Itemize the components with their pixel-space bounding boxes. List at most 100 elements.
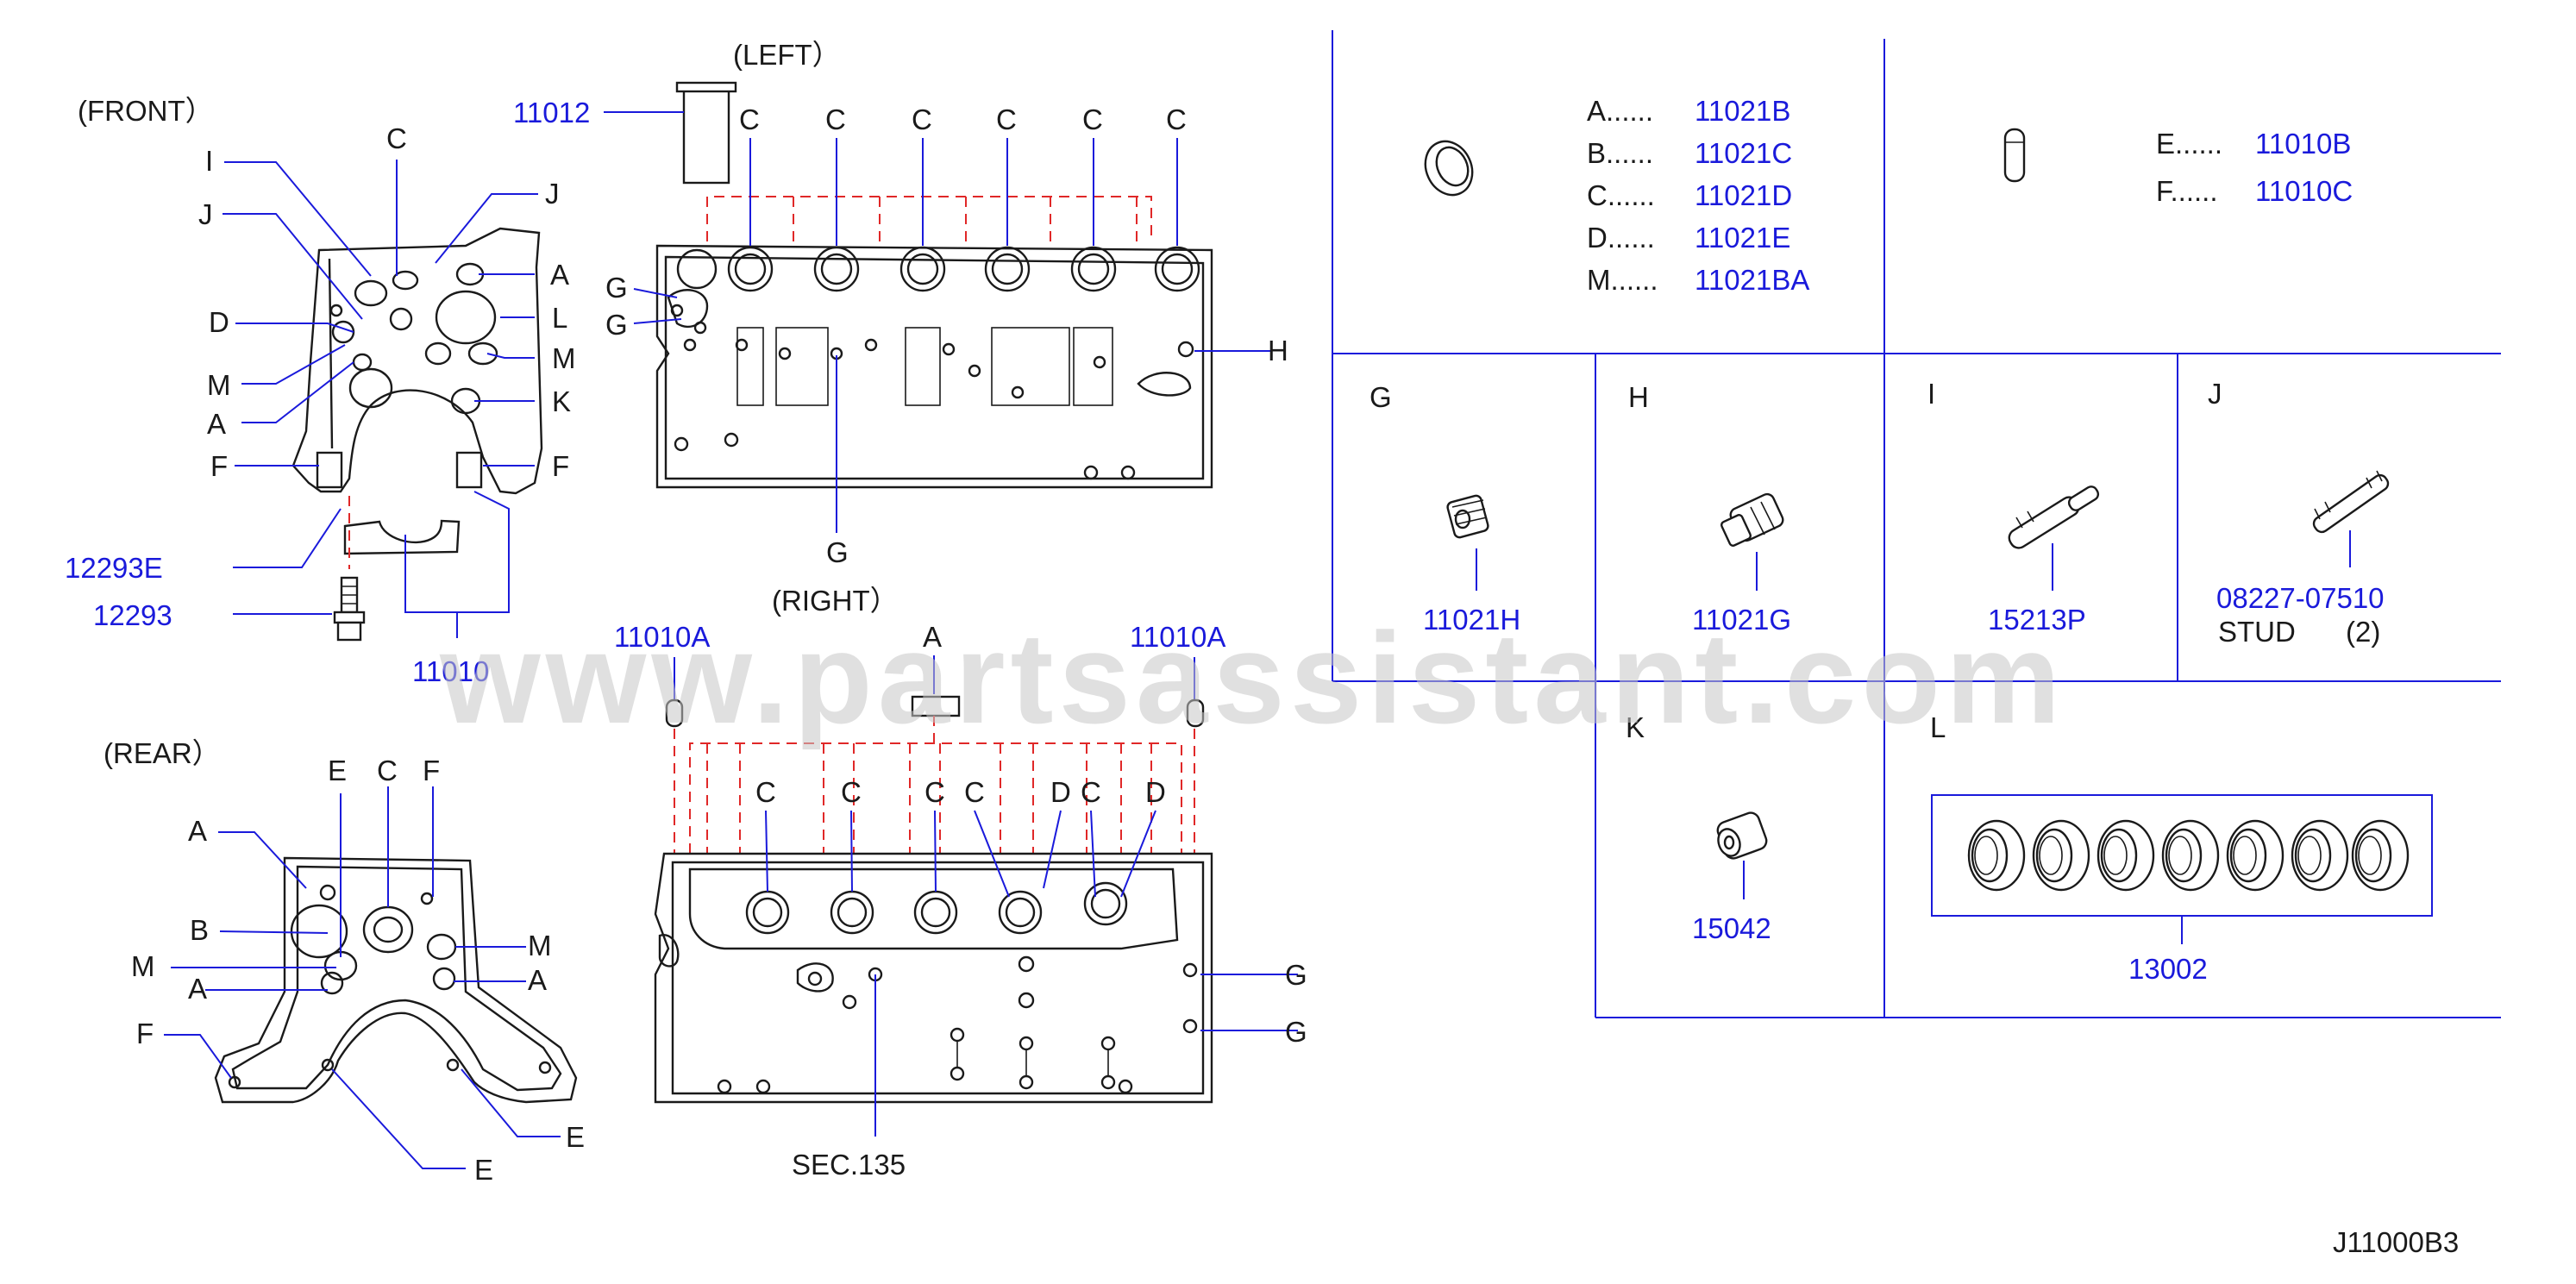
bearing-set-icon (1967, 819, 2410, 892)
part-15042[interactable]: 15042 (1692, 912, 1771, 944)
part-12293[interactable]: 12293 (93, 599, 172, 631)
plug-g-cell: G 11021H (1369, 381, 1520, 636)
leader-c (765, 810, 768, 893)
right-label-c: C (924, 776, 945, 808)
view-title-front: (FRONT） (78, 95, 214, 127)
left-label-g-upper: G (605, 272, 628, 304)
rear-label-c: C (377, 755, 398, 786)
part-11021h[interactable]: 11021H (1423, 604, 1520, 636)
bearing-set-l-cell: L 13002 (1930, 711, 2433, 985)
legend-part-number[interactable]: 11021BA (1695, 264, 1809, 296)
cap-bolt-icon (333, 576, 366, 642)
right-view: (RIGHT） 11010A 11010A A (614, 585, 1307, 1181)
bearing-shell-lip (2168, 836, 2192, 875)
bolt-hole (735, 338, 749, 352)
section-135[interactable]: SEC.135 (792, 1149, 906, 1181)
legend-part-number[interactable]: 11021C (1695, 137, 1792, 169)
bearing-shell-inner (2294, 828, 2332, 883)
view-title-right: (RIGHT） (772, 585, 899, 617)
cell-letter-g: G (1369, 381, 1392, 413)
front-label-d: D (209, 306, 229, 338)
left-label-c: C (1166, 103, 1187, 135)
right-label-d: D (1050, 776, 1071, 808)
part-11010a-right[interactable]: 11010A (1130, 621, 1225, 653)
cell-letter-k: K (1626, 711, 1645, 743)
bearing-icon (1424, 140, 1474, 197)
cylinder-bore-right (998, 890, 1043, 935)
bearing-shell-inner (2035, 828, 2073, 883)
legend-part-number[interactable]: 11021D (1695, 179, 1792, 211)
rear-label-a-top: A (188, 815, 207, 847)
cylinder-bore-inner (1090, 888, 1121, 919)
cylinder-bore-inner (1077, 253, 1110, 285)
legend-key: E...... (2156, 128, 2222, 160)
cylinder-liner-icon (675, 81, 737, 185)
cylinder-bore-inner (1005, 897, 1036, 928)
front-label-f-left: F (210, 450, 228, 482)
bearing-shell (2032, 819, 2090, 892)
right-label-c: C (1081, 776, 1101, 808)
stud-quantity: (2) (2346, 616, 2380, 648)
part-08227-07510[interactable]: 08227-07510 (2216, 582, 2385, 614)
rear-label-a-left: A (188, 973, 207, 1005)
leader-d (1120, 810, 1156, 898)
bolt-hole (864, 338, 878, 352)
bearing-shell-lip (2103, 836, 2128, 875)
stud-i-cell: I 15213P (1927, 378, 2100, 636)
cylinder-bore-left (813, 246, 860, 292)
leader-d (1043, 810, 1062, 889)
view-title-left: (LEFT） (733, 39, 841, 71)
legend-part-number[interactable]: 11021B (1695, 95, 1790, 127)
cell-letter-h: H (1628, 381, 1649, 413)
rear-label-f-top: F (423, 755, 440, 786)
part-13002[interactable]: 13002 (2128, 953, 2208, 985)
front-label-l: L (552, 302, 567, 334)
part-15213p[interactable]: 15213P (1988, 604, 2086, 636)
cylinder-bore-inner (734, 253, 767, 285)
rear-label-f-left: F (136, 1018, 154, 1049)
front-label-m-left: M (207, 369, 231, 401)
bearing-shell-inner (2229, 828, 2267, 883)
right-label-a: A (923, 621, 942, 653)
cylinder-bore-inner (991, 253, 1024, 285)
legend-part-number[interactable]: 11010B (2255, 128, 2351, 160)
cell-letter-l: L (1930, 711, 1946, 743)
part-12293e[interactable]: 12293E (65, 552, 163, 584)
bearing-shell-lip (2358, 836, 2382, 875)
part-11010[interactable]: 11010 (412, 655, 489, 687)
cylinder-bore-left (1070, 246, 1117, 292)
threaded-stud-icon (2312, 470, 2390, 534)
bearing-shell-lip (2039, 836, 2063, 875)
front-label-a-left: A (207, 408, 226, 440)
part-11010a-left[interactable]: 11010A (614, 621, 710, 653)
legend-part-number[interactable]: 11021E (1695, 222, 1790, 254)
legend-key: B...... (1587, 137, 1653, 169)
front-label-k: K (552, 385, 571, 417)
left-block-outline (655, 244, 1213, 489)
front-label-c: C (386, 122, 407, 154)
leader-c (934, 810, 937, 893)
part-11021g[interactable]: 11021G (1692, 604, 1791, 636)
bolt-hole (778, 347, 792, 360)
bolt-hole (942, 342, 956, 356)
cylinder-bore-inner (906, 253, 939, 285)
bolt-hole (968, 364, 981, 378)
legend-part-number[interactable]: 11010C (2255, 175, 2353, 207)
leader-c (850, 810, 853, 893)
rear-plate-outline (214, 856, 578, 1104)
legend-key: F...... (2156, 175, 2218, 207)
cylinder-bore-left (727, 246, 774, 292)
left-label-c: C (825, 103, 846, 135)
front-label-j-right: J (545, 178, 560, 210)
cylinder-bore-inner (820, 253, 853, 285)
left-label-g-lower: G (605, 309, 628, 341)
right-block-outline (654, 852, 1213, 1104)
right-label-c: C (964, 776, 985, 808)
cell-letter-i: I (1927, 378, 1935, 410)
cell-letter-j: J (2208, 378, 2222, 410)
part-11012[interactable]: 11012 (513, 97, 590, 128)
hex-plug-icon (1720, 492, 1784, 547)
bearing-shell-inner (2354, 828, 2392, 883)
